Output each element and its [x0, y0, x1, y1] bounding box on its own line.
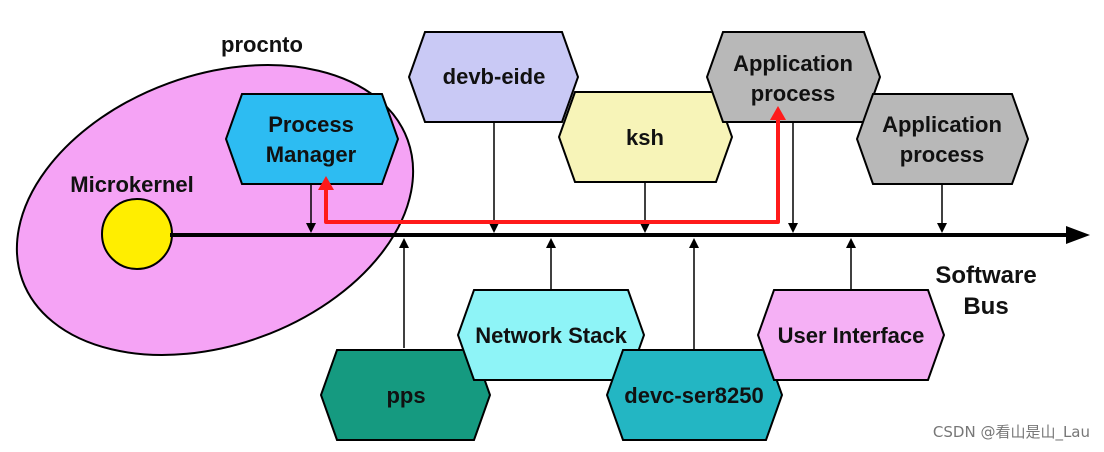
devb-eide-label: devb-eide — [443, 64, 546, 89]
application-process-1-hexagon — [705, 31, 882, 123]
procnto-label: procnto — [221, 32, 303, 57]
message-path-arrowhead-process-manager — [318, 176, 334, 190]
software-bus-label-line2: Bus — [963, 293, 1008, 320]
user-interface-hexagon — [756, 289, 946, 381]
microkernel-label: Microkernel — [70, 172, 194, 197]
application-process-1-label-line2: process — [751, 81, 835, 106]
application-process-2-label-line1: Application — [882, 112, 1002, 137]
application-process-2-label-line2: process — [900, 142, 984, 167]
devb-eide-hexagon — [407, 31, 580, 123]
network-stack-label: Network Stack — [475, 323, 627, 348]
devc-ser8250-label: devc-ser8250 — [624, 383, 763, 408]
ksh-label: ksh — [626, 125, 664, 150]
process-manager-hexagon — [224, 93, 400, 185]
software-bus-arrowhead — [1066, 226, 1090, 244]
process-manager-label-line1: Process — [268, 112, 354, 137]
application-process-2-hexagon — [855, 93, 1030, 185]
procnto-ellipse — [15, 64, 415, 356]
message-path-arrowhead-application-process — [770, 106, 786, 120]
message-path-line — [324, 116, 780, 224]
pps-label: pps — [386, 383, 425, 408]
microkernel-circle — [101, 198, 173, 270]
application-process-1-label-line1: Application — [733, 51, 853, 76]
process-manager-label-line2: Manager — [266, 142, 357, 167]
watermark-text: CSDN @看山是山_Lau — [933, 423, 1090, 442]
software-bus-label-line1: Software — [935, 262, 1036, 289]
user-interface-label: User Interface — [778, 323, 925, 348]
